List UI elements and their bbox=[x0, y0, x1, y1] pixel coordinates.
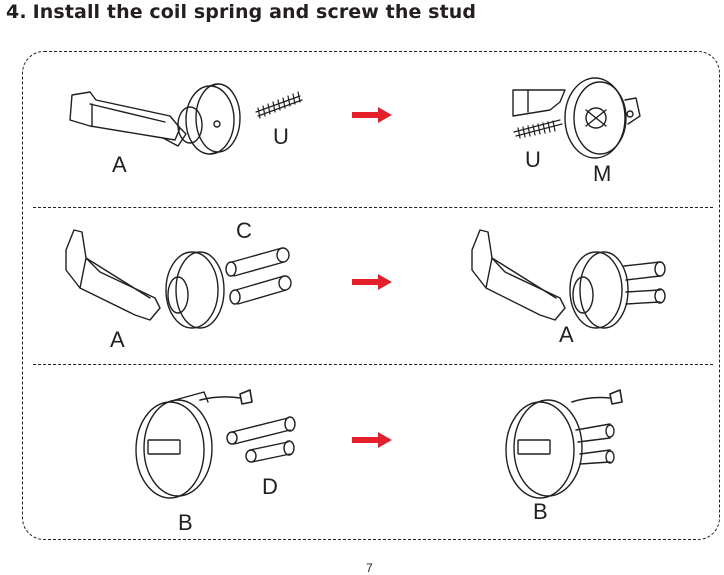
step-title-text: Install the coil spring and screw the st… bbox=[32, 1, 477, 23]
label-a-row1: A bbox=[112, 152, 127, 177]
label-u-row1-after: U bbox=[525, 147, 541, 172]
row-divider-2 bbox=[33, 364, 713, 365]
coil-spring-u-row1 bbox=[255, 91, 303, 119]
label-a-row2-after: A bbox=[559, 322, 574, 347]
arrow-icon-row1 bbox=[352, 107, 392, 123]
stud-d-row3 bbox=[226, 416, 296, 463]
cable-row3-after bbox=[571, 389, 623, 405]
label-m-row1-after: M bbox=[593, 161, 612, 186]
coil-spring-u-row1-after bbox=[513, 119, 563, 139]
rose-b-row3-after bbox=[505, 399, 615, 499]
rose-row1 bbox=[185, 83, 241, 155]
rose-row2-after bbox=[569, 251, 666, 329]
step-number: 4. bbox=[6, 1, 27, 23]
lever-handle-a-row2 bbox=[65, 229, 189, 321]
arrow-icon-row2 bbox=[352, 274, 392, 290]
label-u-row1: U bbox=[273, 124, 289, 149]
label-b-row3: B bbox=[178, 510, 193, 535]
rose-row2 bbox=[165, 251, 225, 329]
row-divider-1 bbox=[33, 207, 713, 208]
instruction-frame bbox=[22, 51, 720, 540]
arrow-icon-row3 bbox=[352, 432, 392, 448]
cable-row3 bbox=[199, 389, 253, 405]
rose-m-row1 bbox=[564, 77, 641, 159]
step-title: 4.Install the coil spring and screw the … bbox=[6, 1, 476, 23]
lever-handle-a-row1 bbox=[69, 91, 203, 147]
stud-c-row2 bbox=[225, 247, 292, 305]
rose-b-row3 bbox=[135, 391, 213, 499]
page-number: 7 bbox=[366, 561, 373, 575]
label-d-row3: D bbox=[262, 474, 278, 499]
label-a-row2: A bbox=[110, 327, 125, 352]
lever-handle-a-row2-after bbox=[471, 229, 594, 321]
label-b-row3-after: B bbox=[533, 499, 548, 524]
label-c-row2: C bbox=[236, 218, 252, 243]
lever-handle-a-row1-after bbox=[512, 89, 566, 117]
